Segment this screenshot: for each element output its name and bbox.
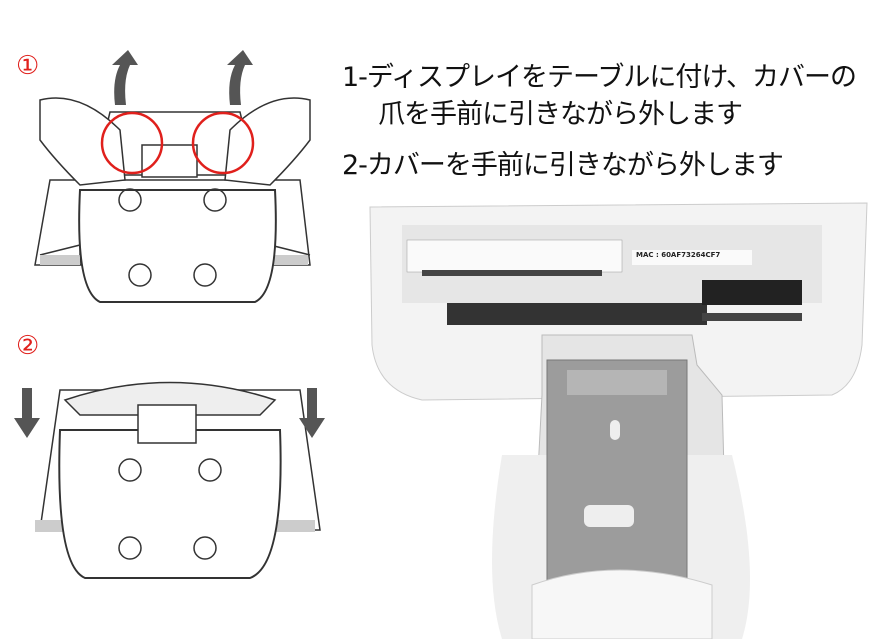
- step-1-marker: ①: [16, 51, 40, 81]
- latch-highlight-circle: [100, 111, 255, 175]
- instruction-step-2: 2-カバーを手前に引きながら外します: [342, 150, 784, 181]
- mac-address-label: MAC : 60AF73264CF7: [636, 251, 721, 259]
- step-1-illustration: [34, 50, 311, 303]
- step-2-marker: ②: [16, 331, 40, 361]
- up-arrow-icon: [112, 50, 253, 105]
- step-2-illustration: [14, 381, 325, 579]
- instruction-step-1: 1-ディスプレイをテーブルに付け、カバーの: [342, 62, 857, 93]
- down-arrow-icon: [14, 388, 325, 438]
- device-rear-photo: [369, 202, 868, 639]
- instruction-step-1-continued: 爪を手前に引きながら外します: [378, 99, 743, 130]
